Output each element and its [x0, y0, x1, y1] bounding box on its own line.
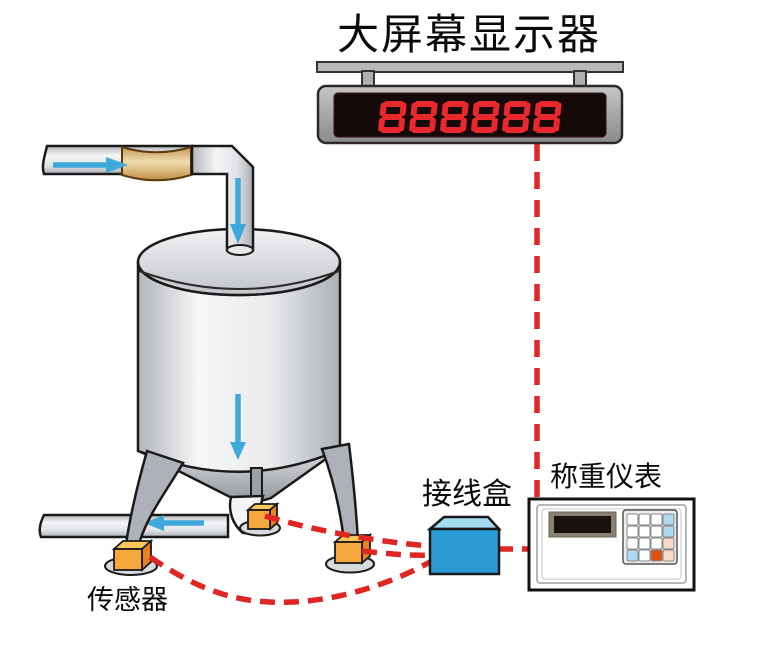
- junction-box-front: [428, 527, 501, 576]
- keypad-key: [662, 513, 675, 526]
- flow-arrow-down-pipe-icon: [230, 178, 246, 244]
- junction-box-top: [426, 515, 502, 531]
- weighing-indicator-label: 称重仪表: [550, 461, 662, 492]
- diagram-title: 大屏幕显示器: [337, 11, 601, 58]
- keypad-key: [626, 513, 639, 526]
- keypad-key: [626, 525, 639, 538]
- keypad-key: [638, 537, 651, 550]
- keypad-key: [650, 513, 663, 526]
- feed-pipe: [41, 144, 255, 256]
- sensor-label: 传感器: [87, 585, 168, 615]
- junction-box-label: 接线盒: [422, 478, 512, 511]
- keypad-key: [662, 549, 675, 562]
- display-mount-rail: [316, 61, 624, 73]
- indicator-screen: [554, 516, 611, 533]
- keypad-key: [638, 513, 651, 526]
- keypad: [626, 513, 675, 562]
- tank-leg-right: [320, 442, 360, 543]
- keypad-key: [662, 525, 675, 538]
- sensor-cable-middle: [264, 513, 431, 549]
- keypad-key: [638, 549, 651, 562]
- display-board: [316, 61, 624, 145]
- flexible-coupling: [121, 145, 192, 182]
- hopper-tank: [136, 227, 342, 503]
- keypad-key: [650, 525, 663, 538]
- flow-arrow-down-tank-icon: [230, 394, 246, 460]
- keypad-key: [626, 537, 639, 550]
- display-screen: [333, 92, 607, 138]
- flow-arrow-right-icon: [53, 157, 128, 173]
- keypad-key: [662, 537, 675, 550]
- load-cell-left: [104, 538, 158, 576]
- indicator-bezel-inner: [541, 508, 682, 580]
- sensor-cable-right: [361, 548, 431, 558]
- flow-arrow-left-icon: [144, 515, 204, 531]
- junction-box: [426, 515, 502, 576]
- sensor-cable-left: [148, 554, 432, 606]
- keypad-key: [626, 549, 639, 562]
- keypad-key: [638, 525, 651, 538]
- weighing-indicator: [527, 497, 696, 592]
- feed-pipe-end-cap: [226, 244, 254, 256]
- tank-lid-seam: [138, 270, 340, 290]
- keypad-key: [650, 549, 663, 562]
- keypad-key: [650, 537, 663, 550]
- indicator-bezel-outer: [536, 504, 687, 584]
